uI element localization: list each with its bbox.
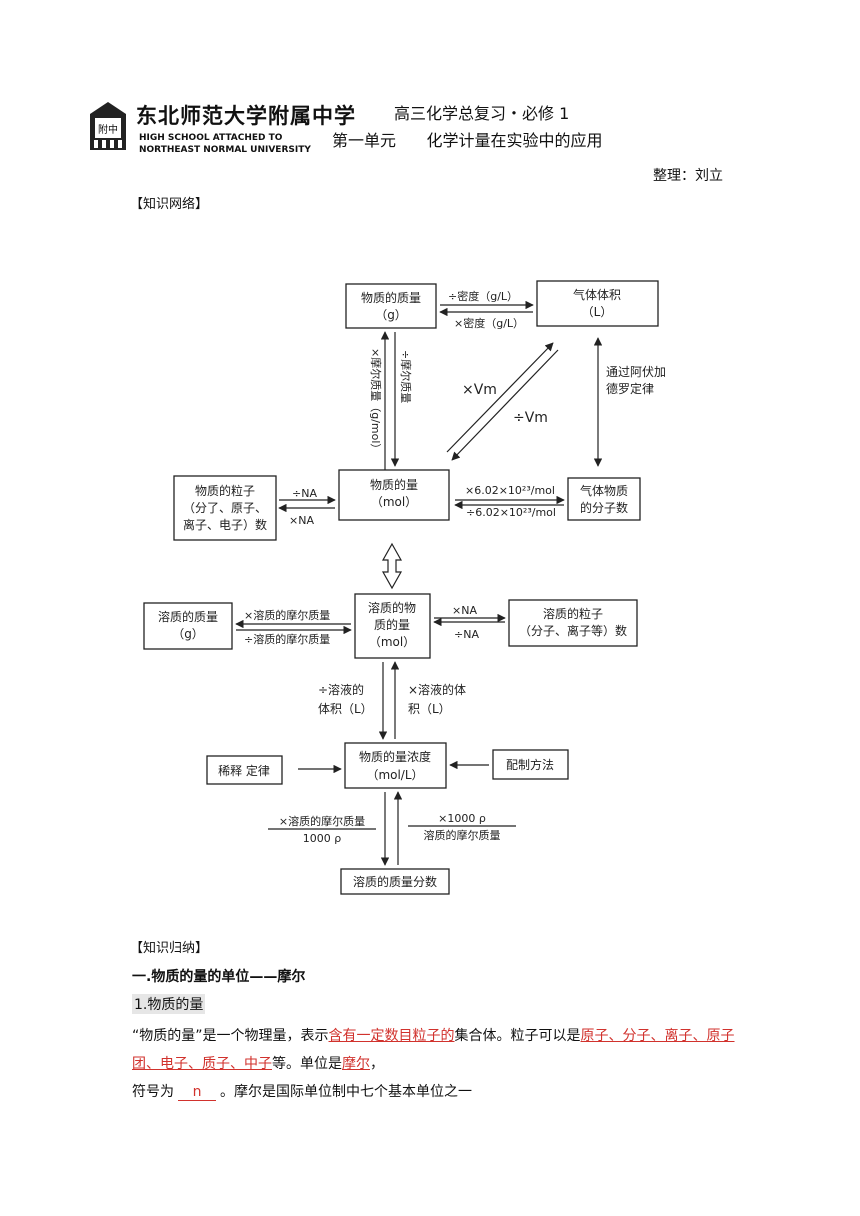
diagram-label: （分了、原子、 <box>183 501 267 515</box>
diagram-label: ÷溶液的 <box>318 682 364 697</box>
school-name-cn: 东北师范大学附属中学 <box>136 104 356 128</box>
box-mass-fraction <box>340 868 450 895</box>
diagram-label: ×溶质的摩尔质量 <box>244 608 330 622</box>
diagram-label: 物质的量 <box>370 477 418 492</box>
diagram-label: 离子、电子）数 <box>183 517 267 532</box>
diagram-label: ×NA <box>289 514 314 527</box>
diagram-label: 的分子数 <box>580 500 628 515</box>
box-concentration <box>344 742 447 789</box>
diagram-label: ÷摩尔质量 <box>399 350 413 403</box>
diagram-label: ×6.02×10²³/mol <box>465 484 555 497</box>
diagram-label: 溶质的物 <box>368 600 416 615</box>
diagram-label: （mol） <box>369 635 415 649</box>
box-dilution <box>206 755 283 785</box>
school-name-en-1: HIGH SCHOOL ATTACHED TO <box>139 133 283 143</box>
diagram-label: ×摩尔质量（g/mol） <box>369 348 383 454</box>
diagram-label: 积（L） <box>408 702 451 716</box>
document-title: 高三化学总复习・必修 1 <box>394 104 570 123</box>
diagram-label: ÷NA <box>292 487 317 500</box>
diagram-label: 溶质的粒子 <box>543 606 603 621</box>
box-solute-mass <box>143 602 233 650</box>
diagram-label: 物质的质量 <box>361 290 421 305</box>
seal-text: 附中 <box>98 123 118 136</box>
diagram-label: ×1000 ρ <box>438 812 486 825</box>
box-solute-amount <box>354 593 431 659</box>
diagram-label: ×NA <box>452 604 477 617</box>
school-seal-icon: 附中 <box>90 102 126 150</box>
diagram-label: 体积（L） <box>318 702 373 716</box>
diagram-label: ×溶质的摩尔质量 <box>279 814 365 828</box>
diagram-label: 气体体积 <box>573 287 621 302</box>
heading-mole-unit: 一.物质的量的单位——摩尔 <box>132 969 306 985</box>
subheading-amount: 1.物质的量 <box>132 994 206 1014</box>
box-gas-molecules <box>567 477 641 521</box>
school-name-en-2: NORTHEAST NORMAL UNIVERSITY <box>139 145 311 155</box>
diagram-label: （L） <box>582 305 613 319</box>
diagram-label: 溶质的摩尔质量 <box>424 828 501 842</box>
diagram-label: ÷溶质的摩尔质量 <box>244 632 330 646</box>
diagram-label: 1000 ρ <box>303 832 341 845</box>
answer-2: 原子、分子、离子、原子团、电子、质子、中子 <box>132 1028 735 1072</box>
author: 整理：刘立 <box>653 168 723 184</box>
section-summary-label: 【知识归纳】 <box>130 941 209 956</box>
box-amount <box>338 469 450 521</box>
diagram-label: ×密度（g/L） <box>454 316 524 330</box>
box-gas-volume <box>536 280 659 327</box>
answer-3: 摩尔 <box>342 1056 370 1072</box>
diagram-label: 气体物质 <box>580 483 628 498</box>
diagram-label: 溶质的质量分数 <box>353 874 437 889</box>
concept-map: 物质的质量 （g） 气体体积 （L） 物质的粒子 （分了、原子、 离子、电子）数… <box>143 280 666 895</box>
diagram-label: 物质的量浓度 <box>359 749 431 764</box>
diagram-label: ÷NA <box>454 628 479 641</box>
box-particles <box>173 475 277 541</box>
answer-symbol: n <box>178 1084 216 1101</box>
diagram-label: 通过阿伏加 <box>606 365 666 379</box>
diagram-label: ÷Vm <box>513 410 548 426</box>
diagram-label: ×溶液的体 <box>408 682 466 697</box>
diagram-label: ×Vm <box>462 382 497 398</box>
diagram-label: （mol） <box>371 495 417 509</box>
diagram-label: 质的量 <box>374 617 410 632</box>
diagram-label: （g） <box>375 308 407 322</box>
diagram-label: （分子、离子等）数 <box>519 623 627 638</box>
diagram-label: 溶质的质量 <box>158 609 218 624</box>
diagram-label: 配制方法 <box>506 757 554 772</box>
diagram-label: 德罗定律 <box>606 381 654 396</box>
hollow-double-arrow-icon <box>381 542 403 590</box>
diagram-label: （g） <box>172 627 204 641</box>
unit-title: 第一单元 化学计量在实验中的应用 <box>332 131 603 150</box>
diagram-label: ÷密度（g/L） <box>448 289 518 303</box>
box-preparation <box>492 749 569 780</box>
diagram-label: ÷6.02×10²³/mol <box>466 506 556 519</box>
answer-1: 含有一定数目粒子的 <box>328 1028 455 1044</box>
diagram-label: （mol/L） <box>366 768 423 782</box>
section-network-label: 【知识网络】 <box>130 197 209 212</box>
diagram-label: 稀释 定律 <box>218 763 270 778</box>
definition-paragraph: “物质的量”是一个物理量，表示含有一定数目粒子的集合体。粒子可以是原子、分子、离… <box>132 1028 735 1101</box>
box-solute-particles <box>508 599 638 647</box>
box-mass <box>345 283 437 329</box>
diagram-label: 物质的粒子 <box>195 483 255 498</box>
